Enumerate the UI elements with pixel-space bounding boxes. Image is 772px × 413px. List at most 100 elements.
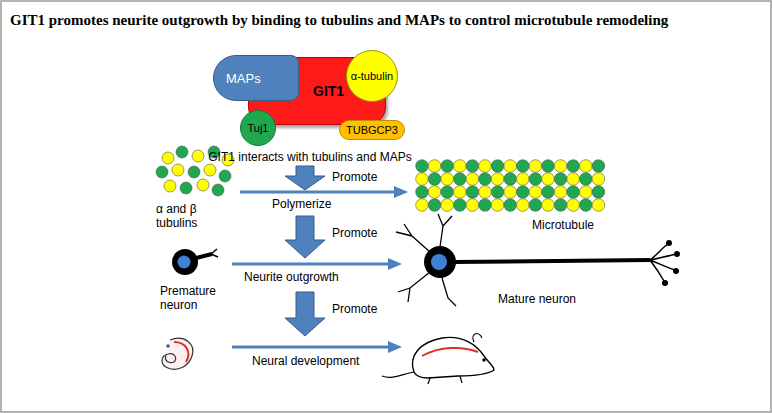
tubulin-subunit xyxy=(517,186,530,199)
tubulin-subunit xyxy=(592,160,605,173)
tubulin-subunit xyxy=(479,160,492,173)
process-arrows xyxy=(232,192,396,347)
tubulin-subunit xyxy=(441,173,454,186)
tubulin-subunit xyxy=(580,160,593,173)
tubulin-subunit xyxy=(529,199,542,212)
tubulin-subunit xyxy=(428,186,441,199)
protein-circle: α-tubulin xyxy=(346,50,398,102)
tubulin-subunit xyxy=(580,199,593,212)
node-text: TUBGCP3 xyxy=(346,124,398,136)
arrow-heads xyxy=(388,186,408,353)
tubulin-subunit xyxy=(554,186,567,199)
step-label: Promote xyxy=(332,302,377,316)
tubulin-dot xyxy=(188,166,200,178)
tubulin-subunit xyxy=(517,199,530,212)
tubulin-subunit xyxy=(567,160,580,173)
tubulin-subunit xyxy=(479,186,492,199)
step-label: Promote xyxy=(332,170,377,184)
tubulin-subunit xyxy=(466,186,479,199)
node-text: Tuj1 xyxy=(248,122,269,134)
tubulin-subunit xyxy=(454,199,467,212)
microtubule-lattice xyxy=(416,160,605,212)
tubulin-dot xyxy=(162,152,174,164)
tubulin-subunit xyxy=(504,160,517,173)
node-text: α-tubulin xyxy=(351,70,393,82)
process-label: Polymerize xyxy=(272,197,331,211)
tubulin-subunit xyxy=(466,160,479,173)
tubulin-dot xyxy=(212,184,224,196)
tubulin-subunit xyxy=(517,173,530,186)
node-text: MAPs xyxy=(226,71,261,86)
item-label: α and β tubulins xyxy=(156,202,234,231)
caption-text: GIT1 interacts with tubulins and MAPs xyxy=(208,150,411,164)
tubulin-subunit xyxy=(479,199,492,212)
tubulin-subunit xyxy=(416,173,429,186)
tubulin-subunit xyxy=(567,199,580,212)
tubulin-subunit xyxy=(592,199,605,212)
tubulin-dot xyxy=(172,164,184,176)
tubulin-subunit xyxy=(428,199,441,212)
item-label: Premature neuron xyxy=(160,284,226,313)
step-label: Promote xyxy=(332,226,377,240)
tubulin-subunit xyxy=(529,186,542,199)
tubulin-subunit xyxy=(441,199,454,212)
node-text: GIT1 xyxy=(313,83,344,99)
tubulin-subunit xyxy=(504,173,517,186)
tubulin-subunit xyxy=(491,160,504,173)
tubulin-subunit xyxy=(491,173,504,186)
tubulin-dot xyxy=(156,166,168,178)
tubulin-subunit xyxy=(491,186,504,199)
protein-pill: TUBGCP3 xyxy=(339,120,405,140)
tubulin-dot xyxy=(192,150,204,162)
tubulin-subunit xyxy=(416,160,429,173)
tubulin-subunit xyxy=(466,173,479,186)
tubulin-subunit xyxy=(428,173,441,186)
tubulin-subunit xyxy=(416,199,429,212)
tubulin-subunit xyxy=(529,173,542,186)
embryo xyxy=(162,338,193,369)
tubulin-subunit xyxy=(554,199,567,212)
tubulin-subunit xyxy=(454,173,467,186)
item-label: Microtubule xyxy=(532,218,594,232)
tubulin-subunit xyxy=(542,160,555,173)
tubulin-dot xyxy=(219,170,231,182)
process-label: Neurite outgrowth xyxy=(244,270,339,284)
figure-title: GIT1 promotes neurite outgrowth by bindi… xyxy=(10,11,668,29)
tubulin-subunit xyxy=(554,160,567,173)
tubulin-subunit xyxy=(580,186,593,199)
tubulin-subunit xyxy=(592,173,605,186)
tubulin-subunit xyxy=(517,160,530,173)
tubulin-subunit xyxy=(542,173,555,186)
tubulin-dot xyxy=(180,182,192,194)
process-label: Neural development xyxy=(252,354,359,368)
tubulin-subunit xyxy=(554,173,567,186)
tubulin-subunit xyxy=(592,186,605,199)
tubulin-subunit xyxy=(567,173,580,186)
mouse xyxy=(382,334,494,384)
tubulin-subunit xyxy=(454,186,467,199)
tubulin-subunit xyxy=(504,199,517,212)
tubulin-subunit xyxy=(441,160,454,173)
tubulin-dot xyxy=(164,180,176,192)
tubulin-subunit xyxy=(504,186,517,199)
protein-circle: Tuj1 xyxy=(240,110,276,146)
tubulin-subunit xyxy=(491,199,504,212)
protein-band: MAPs xyxy=(213,55,299,101)
tubulin-subunit xyxy=(454,160,467,173)
tubulin-subunit xyxy=(580,173,593,186)
tubulin-dot xyxy=(197,179,209,191)
tubulin-subunit xyxy=(416,186,429,199)
tubulin-subunit xyxy=(567,186,580,199)
tubulin-subunit xyxy=(441,186,454,199)
tubulin-subunit xyxy=(428,160,441,173)
tubulin-subunit xyxy=(466,199,479,212)
mature-neuron xyxy=(396,214,680,306)
tubulin-subunit xyxy=(529,160,542,173)
tubulin-dot xyxy=(204,164,216,176)
tubulin-dot xyxy=(176,146,188,158)
tubulin-subunit xyxy=(479,173,492,186)
premature-neuron xyxy=(172,249,218,275)
tubulin-subunit xyxy=(542,186,555,199)
